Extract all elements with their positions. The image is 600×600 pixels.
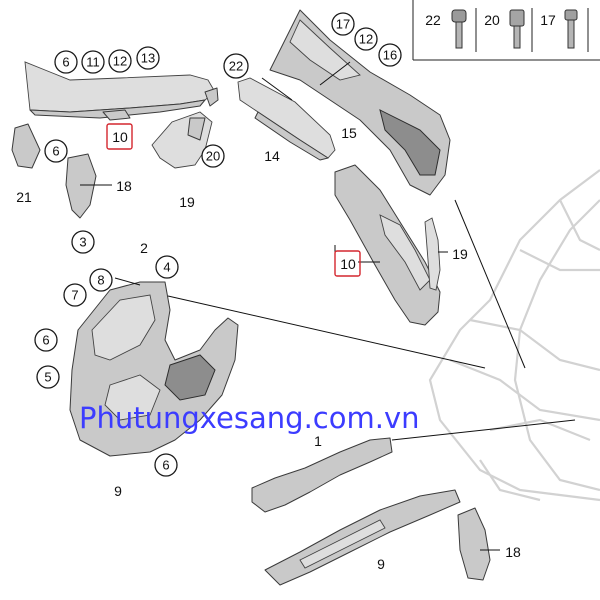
callout-6-left: 6 <box>44 139 68 163</box>
svg-text:5: 5 <box>44 370 51 385</box>
label-1: 1 <box>314 433 322 449</box>
svg-text:6: 6 <box>62 55 69 70</box>
leader-line <box>454 199 526 369</box>
label-19-top: 19 <box>179 194 195 210</box>
svg-text:8: 8 <box>97 273 104 288</box>
leader-line <box>261 77 293 101</box>
callout-13-top: 13 <box>136 46 160 70</box>
svg-text:17: 17 <box>336 17 350 32</box>
svg-text:10: 10 <box>340 256 356 272</box>
callout-5: 5 <box>36 365 60 389</box>
rail-part-14 <box>237 77 336 161</box>
svg-text:6: 6 <box>52 144 59 159</box>
highlighted-label-10-top: 10 <box>106 123 133 150</box>
label-15: 15 <box>341 125 357 141</box>
label-2: 2 <box>140 240 148 256</box>
leader-line <box>391 419 576 441</box>
bracket-part-18-bottom <box>457 507 491 581</box>
svg-text:22: 22 <box>229 59 243 74</box>
bracket-part-18-top <box>65 153 97 219</box>
leader-line <box>167 295 486 369</box>
leader-line <box>319 61 351 86</box>
label-18-bottom: 18 <box>505 544 521 560</box>
callout-12-mid: 12 <box>354 27 378 51</box>
callout-17-mid: 17 <box>331 12 355 36</box>
rail-part-1 <box>251 437 393 513</box>
label-19-mid: 19 <box>452 246 468 262</box>
air-duct-part <box>24 61 219 121</box>
svg-text:20: 20 <box>206 149 220 164</box>
svg-text:13: 13 <box>141 51 155 66</box>
label-9-bottom: 9 <box>377 556 385 572</box>
callout-6-top: 6 <box>54 50 78 74</box>
label-21: 21 <box>16 189 32 205</box>
callout-12-top: 12 <box>108 49 132 73</box>
bolt-icon <box>451 9 467 49</box>
svg-text:16: 16 <box>383 48 397 63</box>
callout-20-mid: 20 <box>201 144 225 168</box>
callout-7: 7 <box>63 283 87 307</box>
leader-lines <box>80 61 576 551</box>
callout-3: 3 <box>71 230 95 254</box>
svg-text:3: 3 <box>79 235 86 250</box>
legend-label-22: 22 <box>425 12 441 28</box>
svg-text:11: 11 <box>86 55 100 70</box>
callout-6-bottom: 6 <box>154 453 178 477</box>
bolt-icon <box>509 9 525 49</box>
bracket-part-21 <box>11 123 41 169</box>
svg-text:10: 10 <box>112 129 128 145</box>
svg-text:12: 12 <box>359 32 373 47</box>
highlighted-label-10-mid: 10 <box>334 250 361 277</box>
wheel-arch-assembly <box>69 281 239 457</box>
svg-text:6: 6 <box>162 458 169 473</box>
legend-label-20: 20 <box>484 12 500 28</box>
bolt-icon <box>564 9 578 49</box>
bracket-part-19 <box>424 217 441 291</box>
callout-22-mid: 22 <box>223 53 249 79</box>
callout-6-low: 6 <box>34 328 58 352</box>
car-body-frame <box>428 169 600 502</box>
callout-16-mid: 16 <box>378 43 402 67</box>
svg-text:7: 7 <box>71 288 78 303</box>
svg-text:4: 4 <box>163 260 170 275</box>
callout-11-top: 11 <box>81 50 105 74</box>
bracket-part-20 <box>151 111 213 169</box>
callout-8: 8 <box>89 268 113 292</box>
svg-text:6: 6 <box>42 333 49 348</box>
rail-part-9-bottom <box>264 489 461 586</box>
label-18-top: 18 <box>116 178 132 194</box>
panel-part-15 <box>269 9 451 196</box>
label-14: 14 <box>264 148 280 164</box>
watermark-text: Phutungxesang.com.vn <box>79 401 419 435</box>
legend-label-17: 17 <box>540 12 556 28</box>
pillar-part-10 <box>334 164 441 326</box>
label-9-left: 9 <box>114 483 122 499</box>
fastener-legend: 22 20 17 <box>412 0 600 61</box>
leader-line <box>114 277 141 286</box>
callout-4: 4 <box>155 255 179 279</box>
svg-text:12: 12 <box>113 54 127 69</box>
